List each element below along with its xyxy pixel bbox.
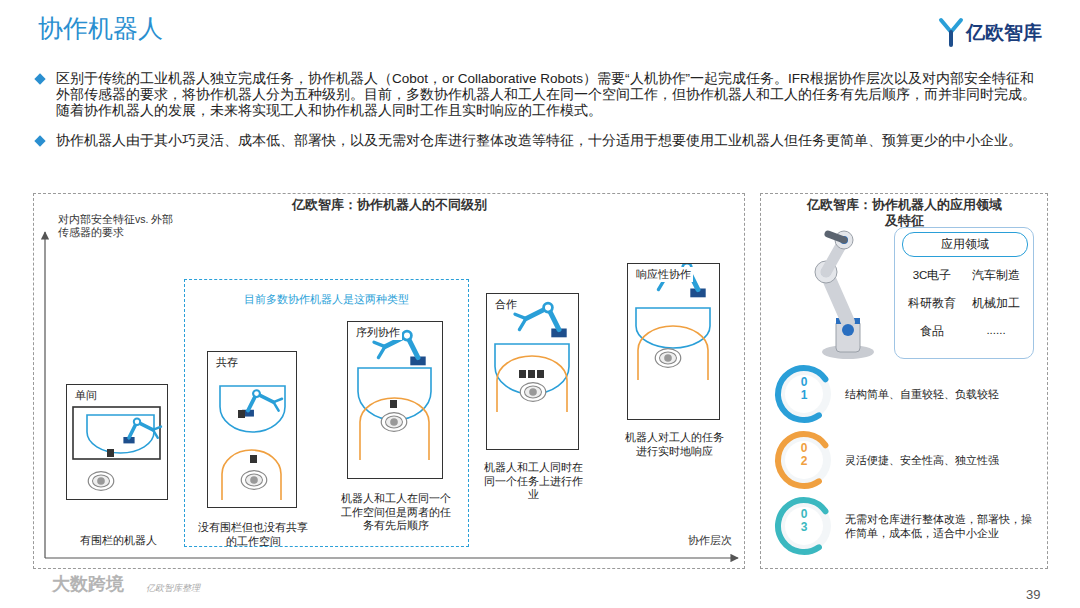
feature-text: 灵活便捷、安全性高、独立性强 bbox=[845, 453, 1041, 467]
application-item: ...... bbox=[965, 324, 1027, 336]
page-title: 协作机器人 bbox=[38, 12, 163, 45]
feature-box: 01 结构简单、自重较轻、负载较轻 bbox=[773, 363, 1045, 425]
level-heading: 序列协作 bbox=[354, 325, 402, 340]
logo-icon bbox=[941, 20, 961, 45]
level-box: 单间有围栏的机器人 bbox=[66, 384, 168, 500]
level-heading: 单间 bbox=[73, 388, 99, 403]
bullet-marker bbox=[34, 135, 45, 146]
panel-title: 亿欧智库：协作机器人的应用领域及特征 bbox=[804, 197, 1004, 229]
level-box: 响应性协作机器人对工人的任务进行实时地响应 bbox=[627, 263, 720, 420]
x-axis bbox=[45, 557, 738, 558]
level-description: 机器人和工人同时在同一个任务上进行作业 bbox=[484, 461, 584, 502]
level-illustration bbox=[348, 322, 441, 477]
level-heading: 合作 bbox=[493, 297, 519, 312]
group-title: 目前多数协作机器人是这两种类型 bbox=[185, 292, 468, 307]
level-illustration bbox=[487, 294, 577, 452]
page-number: 39 bbox=[1026, 587, 1040, 602]
level-illustration bbox=[628, 264, 718, 422]
feature-text: 结构简单、自重较轻、负载较轻 bbox=[845, 387, 1041, 401]
callout-number: 01 bbox=[798, 376, 810, 402]
y-axis bbox=[44, 232, 45, 558]
level-box: 序列协作机器人和工人在同一个工作空间但是两者的任务有先后顺序 bbox=[347, 321, 443, 479]
level-illustration bbox=[208, 352, 295, 510]
feature-box: 03 无需对仓库进行整体改造，部署快，操作简单，成本低，适合中小企业 bbox=[773, 495, 1045, 557]
source-note: 亿欧智库整理 bbox=[146, 582, 200, 595]
application-item: 汽车制造 bbox=[965, 268, 1027, 283]
feature-text: 无需对仓库进行整体改造，部署快，操作简单，成本低，适合中小企业 bbox=[845, 512, 1041, 540]
axis-label: 对内部安全特征vs. 外部传感器的要求 bbox=[58, 213, 176, 239]
level-description: 有围栏的机器人 bbox=[53, 534, 183, 548]
watermark: 大数跨境 bbox=[52, 572, 124, 596]
application-item: 科研教育 bbox=[901, 296, 963, 311]
level-heading: 响应性协作 bbox=[634, 267, 693, 282]
application-item: 机械加工 bbox=[965, 296, 1027, 311]
panel-box: 亿欧智库：协作机器人的不同级别单间有围栏的机器人目前多数协作机器人是这两种类型共… bbox=[33, 193, 745, 569]
logo-text: 亿欧智库 bbox=[966, 20, 1042, 46]
level-box: 共存没有围栏但也没有共享的工作空间 bbox=[207, 351, 297, 508]
level-illustration bbox=[348, 322, 441, 481]
level-illustration bbox=[208, 352, 295, 506]
level-description: 机器人对工人的任务进行实时地响应 bbox=[625, 431, 725, 458]
pill-label: 应用领域 bbox=[903, 237, 1027, 252]
group-box: 目前多数协作机器人是这两种类型共存没有围栏但也没有共享的工作空间序列协作机器人和… bbox=[184, 279, 469, 547]
level-description: 机器人和工人在同一个工作空间但是两者的任务有先后顺序 bbox=[338, 492, 454, 533]
bullet-marker bbox=[34, 73, 45, 84]
application-item: 食品 bbox=[901, 324, 963, 339]
bullet-text: 协作机器人由于其小巧灵活、成本低、部署快，以及无需对仓库进行整体改造等特征，十分… bbox=[56, 133, 1044, 149]
level-description: 没有围栏但也没有共享的工作空间 bbox=[197, 521, 309, 548]
pill-box: 应用领域 bbox=[902, 232, 1028, 257]
level-box: 合作机器人和工人同时在同一个任务上进行作业 bbox=[486, 293, 579, 450]
panel-box: 亿欧智库：协作机器人的应用领域及特征3C电子汽车制造科研教育机械加工食品....… bbox=[760, 193, 1048, 569]
items-box: 3C电子汽车制造科研教育机械加工食品...... 应用领域 bbox=[894, 227, 1034, 359]
robot-arm-photo bbox=[815, 231, 874, 359]
application-item: 3C电子 bbox=[901, 268, 963, 283]
callout-number: 03 bbox=[798, 508, 810, 534]
panel-title: 亿欧智库：协作机器人的不同级别 bbox=[189, 197, 589, 213]
feature-box: 02 灵活便捷、安全性高、独立性强 bbox=[773, 429, 1045, 491]
axis-label: 协作层次 bbox=[688, 533, 732, 548]
bullet-text: 区别于传统的工业机器人独立完成任务，协作机器人（Cobot，or Collabo… bbox=[56, 71, 1044, 119]
level-illustration bbox=[628, 264, 718, 418]
level-illustration bbox=[487, 294, 577, 448]
level-heading: 共存 bbox=[214, 355, 240, 370]
callout-number: 02 bbox=[798, 442, 810, 468]
